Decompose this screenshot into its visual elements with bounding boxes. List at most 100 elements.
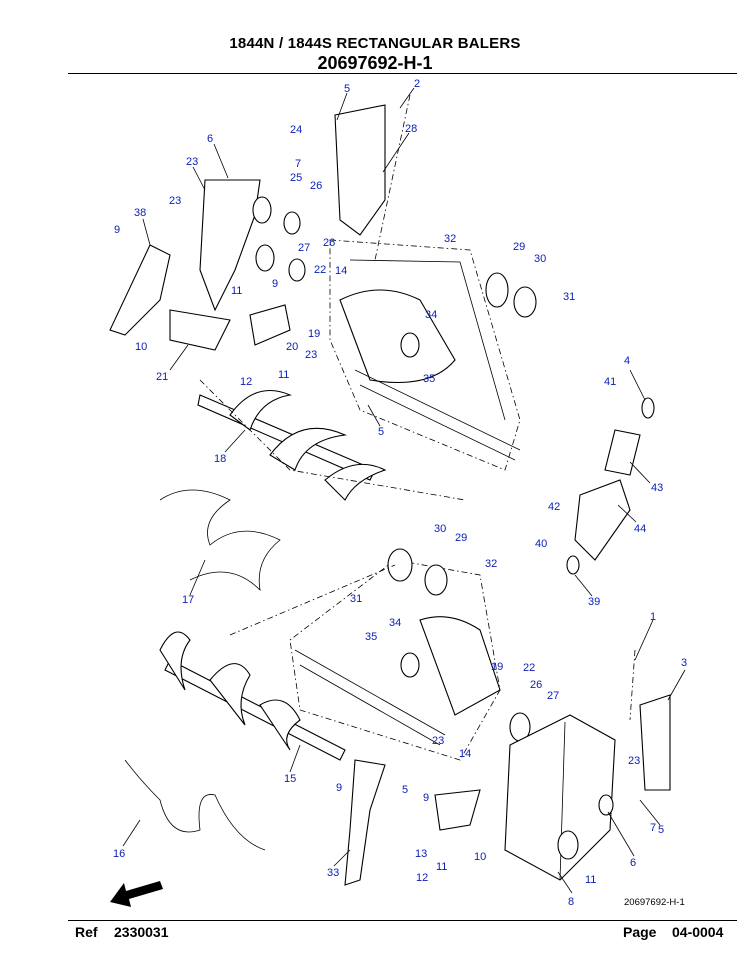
- bearing-25: [252, 196, 272, 224]
- callout-23e: 23: [628, 755, 640, 767]
- callout-16: 16: [113, 848, 125, 860]
- upper-frame-outline: [329, 239, 521, 471]
- projection-line-3: [229, 564, 396, 636]
- lower-flight-b: [209, 663, 251, 726]
- leader-5b: [367, 404, 381, 427]
- shield-3: [639, 694, 671, 791]
- callout-35b: 35: [365, 631, 377, 643]
- bearing-26: [283, 211, 301, 235]
- callout-11: 11: [231, 285, 242, 297]
- projection-line-4: [629, 649, 636, 721]
- upper-flight-a: [229, 390, 292, 431]
- guard-21: [169, 309, 231, 351]
- leader-3: [667, 669, 686, 701]
- callout-19: 19: [308, 328, 320, 340]
- bearing-29b: [424, 564, 448, 596]
- callout-15: 15: [284, 773, 296, 785]
- bracket-44: [574, 479, 631, 561]
- leader-4: [629, 369, 646, 401]
- callout-23b: 23: [169, 195, 181, 207]
- callout-23d: 23: [432, 735, 444, 747]
- callout-30: 30: [534, 253, 546, 265]
- shield-38: [109, 244, 171, 336]
- upper-frame-edge: [349, 259, 506, 421]
- spring-39: [566, 555, 580, 575]
- upper-flight-b: [269, 427, 348, 471]
- upper-flight-c: [324, 463, 387, 501]
- callout-5c: 5: [402, 784, 408, 796]
- direction-arrow-icon: [110, 881, 163, 907]
- callout-14: 14: [335, 265, 347, 277]
- callout-14b: 14: [459, 748, 471, 760]
- leader-21: [169, 344, 189, 371]
- callout-1: 1: [650, 611, 656, 623]
- callout-34: 34: [425, 309, 437, 321]
- upper-bracket: [199, 179, 261, 312]
- leader-33: [333, 849, 351, 867]
- callout-39: 39: [588, 596, 600, 608]
- callout-22b: 22: [523, 662, 535, 674]
- callout-7: 7: [295, 158, 301, 170]
- flighting-17-outline: [159, 489, 281, 592]
- callout-44: 44: [634, 523, 646, 535]
- callout-12b: 12: [416, 872, 428, 884]
- leader-38: [142, 218, 151, 246]
- leader-28: [382, 132, 410, 173]
- callout-20: 20: [286, 341, 298, 353]
- callout-18: 18: [214, 453, 226, 465]
- guard-20: [249, 304, 291, 346]
- bearing-34: [400, 332, 420, 358]
- callout-25: 25: [290, 172, 302, 184]
- callout-32b: 32: [485, 558, 497, 570]
- header-rule: [68, 73, 737, 74]
- leader-5c: [639, 799, 661, 826]
- callout-8: 8: [568, 896, 574, 908]
- callout-11d: 11: [585, 874, 596, 886]
- callout-12: 12: [240, 376, 252, 388]
- page-value: 04-0004: [672, 924, 724, 940]
- callout-4: 4: [624, 355, 630, 367]
- guard-13: [434, 789, 481, 831]
- callout-27b: 27: [547, 690, 559, 702]
- housing-8: [504, 714, 616, 881]
- leader-1: [634, 619, 654, 661]
- knob-4: [641, 397, 655, 419]
- callout-41: 41: [604, 376, 616, 388]
- footer-rule: [68, 920, 737, 921]
- callout-9b: 9: [272, 278, 278, 290]
- callout-40: 40: [535, 538, 547, 550]
- callout-27: 27: [298, 242, 310, 254]
- callout-26: 26: [310, 180, 322, 192]
- flighting-16-outline: [124, 759, 266, 851]
- page-label: Page: [623, 924, 657, 940]
- callout-9c: 9: [336, 782, 342, 794]
- callout-34b: 34: [389, 617, 401, 629]
- leader-2: [399, 87, 415, 109]
- leader-17: [189, 559, 206, 596]
- upper-shield-28: [334, 104, 386, 236]
- leader-lines: [122, 87, 686, 894]
- callout-6b: 6: [630, 857, 636, 869]
- callout-23: 23: [186, 156, 198, 168]
- callout-29: 29: [513, 241, 525, 253]
- chain-lower: [294, 649, 446, 736]
- bearing-30b: [387, 548, 413, 582]
- bearing-34b: [400, 652, 420, 678]
- callout-3: 3: [681, 657, 687, 669]
- shield-33: [344, 759, 386, 886]
- callout-labels: 2 5 24 28 6 7 23 25 26 23 38 9 32 26 27 …: [113, 78, 687, 908]
- leader-6b: [607, 811, 635, 857]
- callout-10: 10: [135, 341, 147, 353]
- callout-28: 28: [405, 123, 417, 135]
- callout-43: 43: [651, 482, 663, 494]
- leader-5a: [336, 92, 348, 121]
- lower-side-plate: [419, 616, 501, 716]
- leader-6: [213, 143, 229, 179]
- plate-43: [604, 429, 641, 476]
- callout-6: 6: [207, 133, 213, 145]
- callout-13: 13: [415, 848, 427, 860]
- ref-value: 2330031: [114, 924, 169, 940]
- bearing-26b: [288, 258, 306, 282]
- callout-29b: 29: [455, 532, 467, 544]
